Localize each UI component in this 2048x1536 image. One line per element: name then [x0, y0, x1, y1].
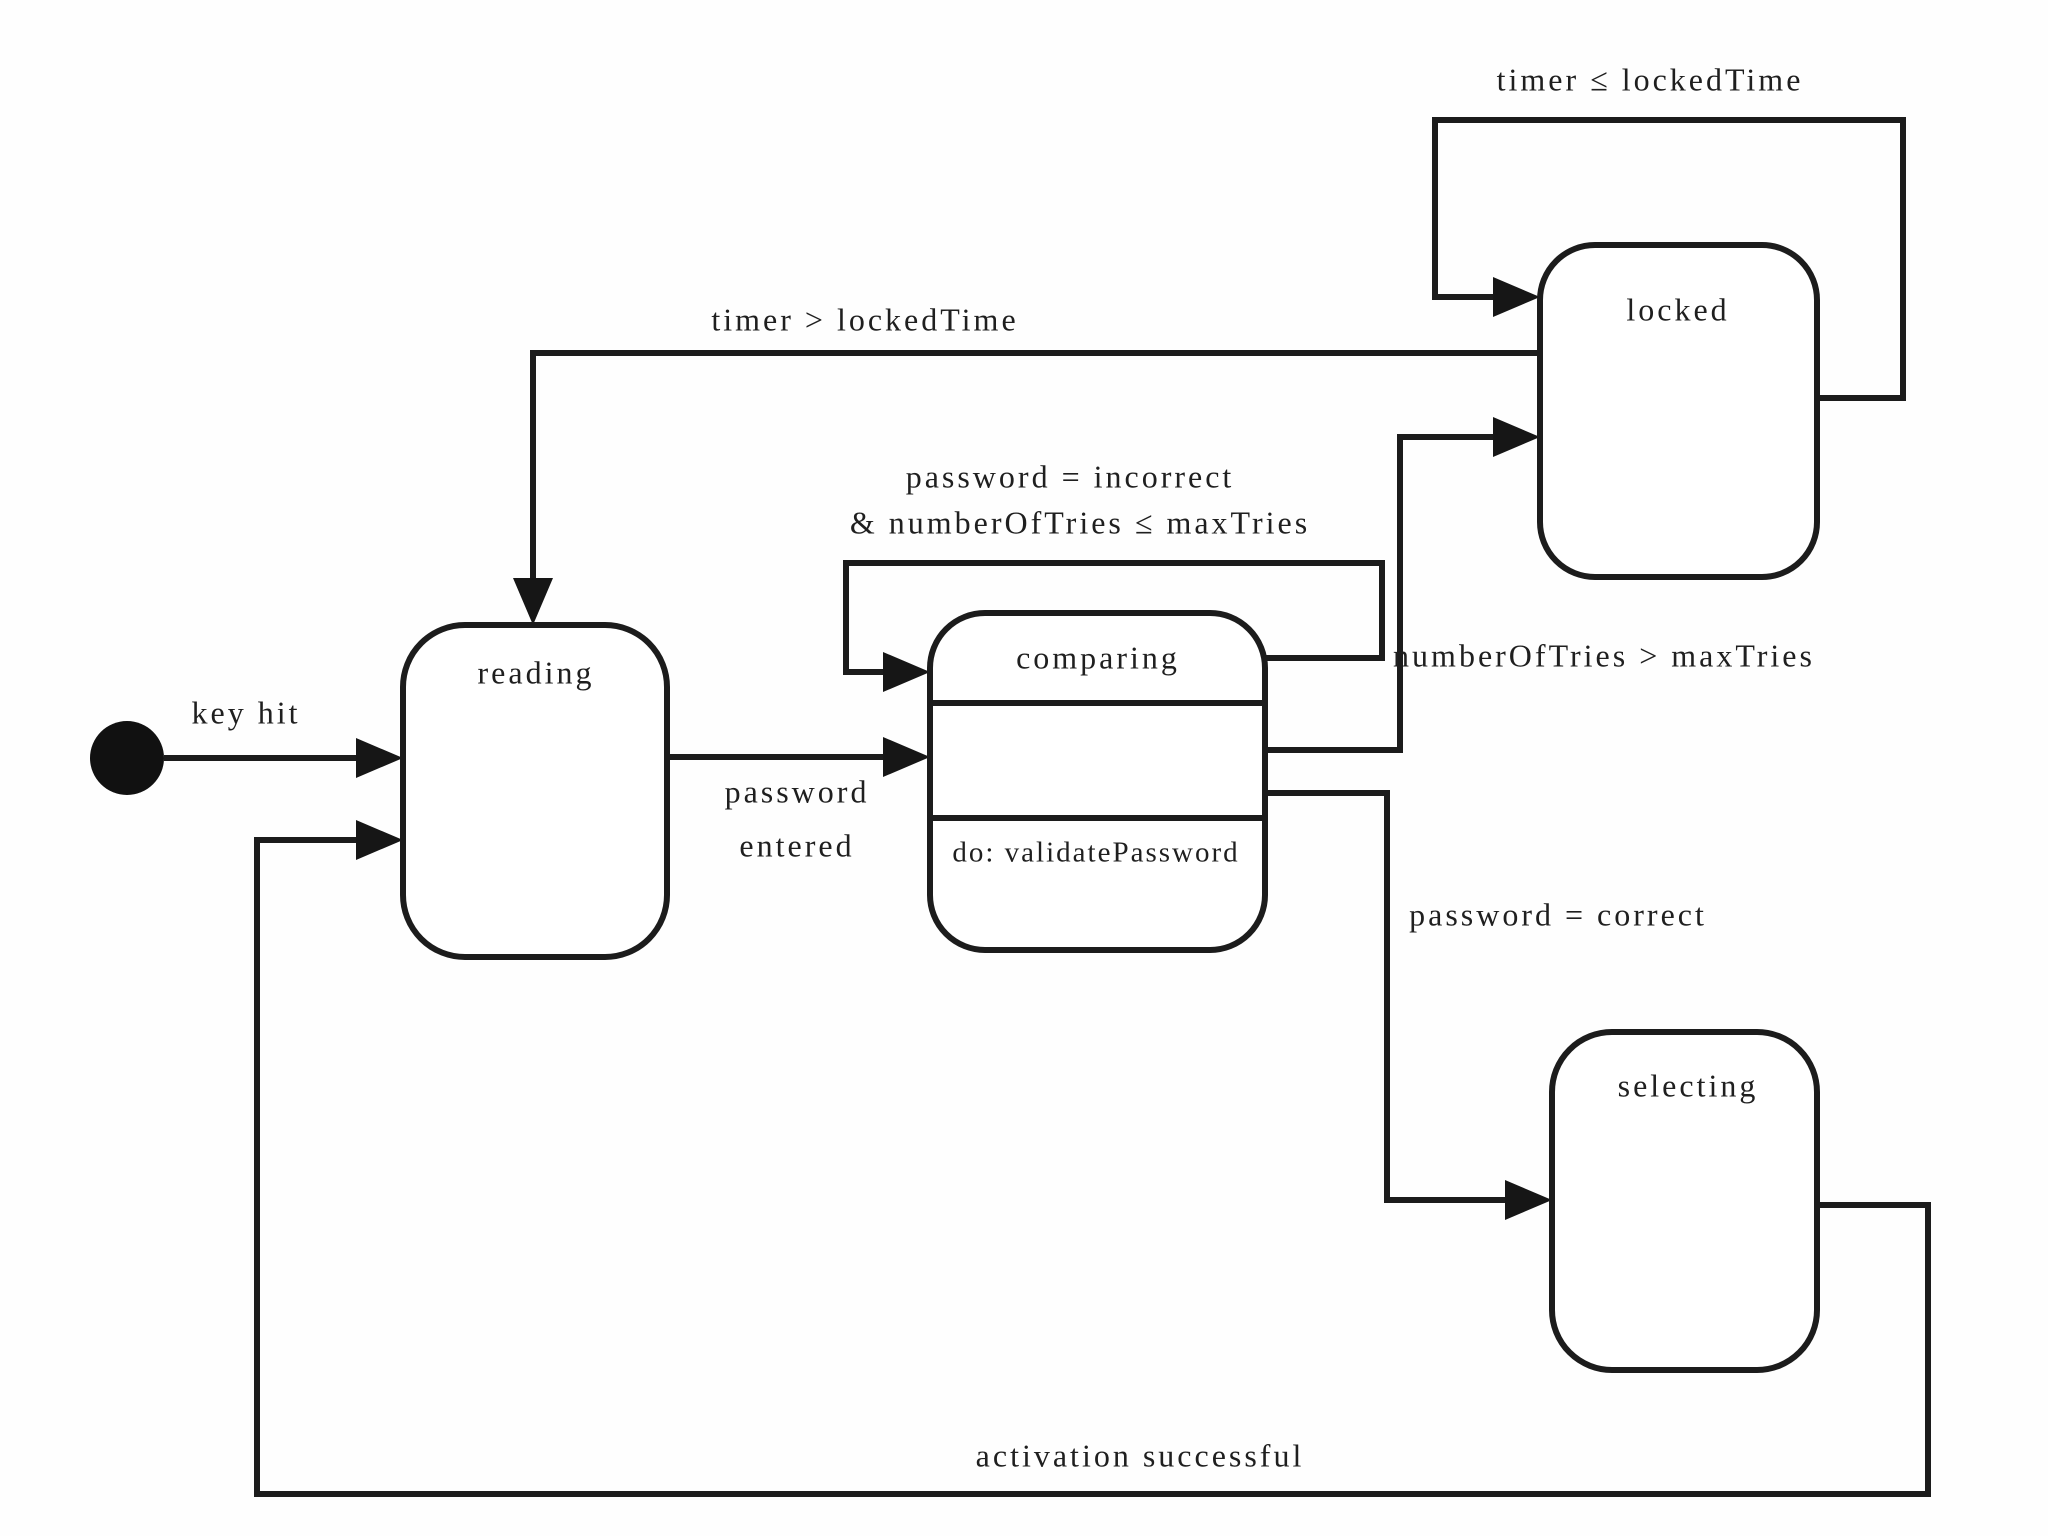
transition-max-tries-line	[1265, 434, 1532, 753]
transition-label-password-entered-1: password	[724, 773, 870, 810]
transition-locked-loop-line	[1432, 117, 1906, 401]
transition-timer-expired-line	[530, 350, 1537, 617]
state-comparing-box	[927, 610, 1268, 953]
transition-label-locked-loop: timer ≤ lockedTime	[1496, 61, 1804, 98]
state-label-reading: reading	[477, 654, 595, 691]
transition-label-timer-expired: timer > lockedTime	[711, 301, 1019, 338]
arrowhead-timer-expired	[513, 578, 553, 625]
arrowhead-locked-loop	[1493, 277, 1540, 317]
arrowhead-password-correct	[1505, 1180, 1552, 1220]
state-do-activity-comparing: do: validatePassword	[952, 836, 1240, 869]
transition-activation-successful-line	[254, 837, 1931, 1497]
transition-password-correct-line	[1265, 790, 1544, 1203]
transition-label-password-entered-2: entered	[739, 827, 855, 864]
state-reading-box	[400, 622, 670, 960]
transition-label-retry-guard-1: password = incorrect	[905, 458, 1235, 495]
state-label-locked: locked	[1626, 291, 1730, 328]
transition-label-key-hit: key hit	[191, 694, 301, 731]
arrowhead-activation-successful	[356, 820, 403, 860]
arrowhead-password-entered	[883, 737, 930, 777]
transition-label-retry-guard-2: & numberOfTries ≤ maxTries	[849, 504, 1311, 541]
arrowhead-key-hit	[356, 738, 403, 778]
transition-label-max-tries: numberOfTries > maxTries	[1393, 637, 1815, 674]
transition-label-activation-successful: activation successful	[975, 1437, 1305, 1474]
arrowhead-retry-loop	[883, 652, 930, 692]
initial-state-dot	[90, 721, 164, 795]
transition-label-password-correct: password = correct	[1409, 896, 1707, 933]
state-selecting-box	[1549, 1029, 1820, 1373]
state-label-comparing: comparing	[1016, 639, 1180, 676]
transition-retry-loop-line	[843, 560, 1385, 675]
state-label-selecting: selecting	[1617, 1067, 1759, 1104]
state-locked-box	[1537, 242, 1820, 580]
arrowhead-max-tries	[1493, 417, 1540, 457]
